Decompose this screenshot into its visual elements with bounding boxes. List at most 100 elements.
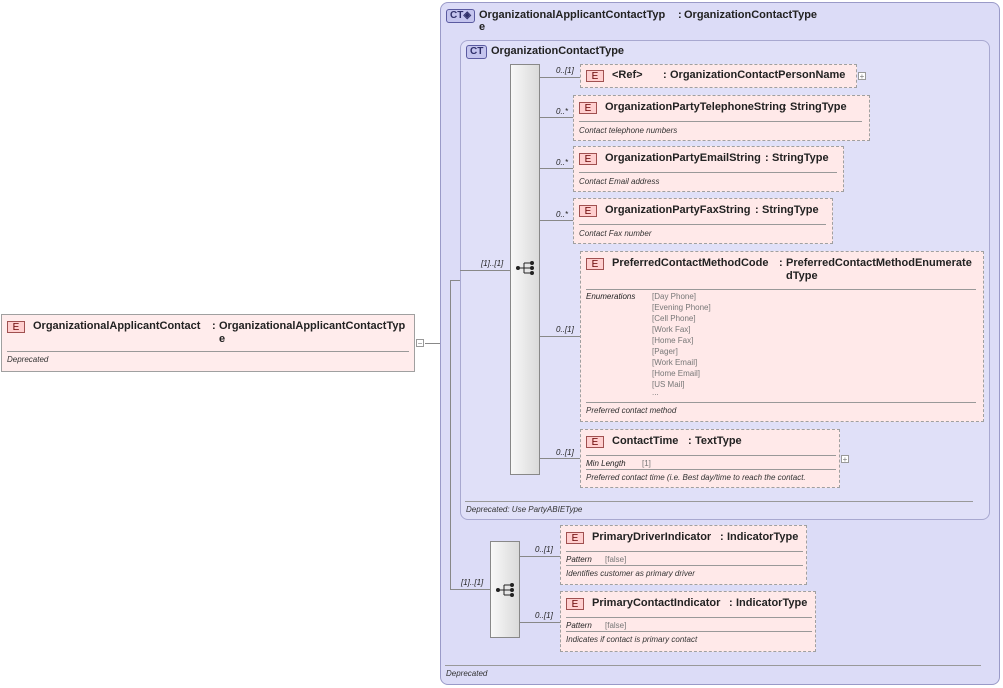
enum-value: [Day Phone] (652, 292, 697, 301)
facet-value: [false] (605, 621, 627, 630)
element-fax[interactable]: E OrganizationPartyFaxString : StringTyp… (573, 198, 833, 244)
facet-value: [false] (605, 555, 627, 564)
element-type: StringType (790, 101, 847, 113)
type-separator: : (212, 320, 216, 332)
element-preferred-contact-method[interactable]: E PreferredContactMethodCode : Preferred… (580, 251, 984, 422)
enum-value: [Work Email] (652, 358, 698, 367)
root-doc: Deprecated (7, 355, 49, 364)
element-badge: E (579, 153, 597, 165)
connector (460, 270, 510, 271)
collapse-icon[interactable]: − (416, 339, 424, 348)
element-doc: Contact Fax number (579, 229, 652, 238)
element-name: PrimaryContactIndicator (592, 597, 721, 609)
element-cardinality: 0..[1] (556, 448, 574, 457)
divider (445, 665, 981, 666)
element-telephone[interactable]: E OrganizationPartyTelephoneString : Str… (573, 95, 870, 141)
root-element-box[interactable]: E OrganizationalApplicantContact : Organ… (1, 314, 415, 372)
element-cardinality: 0..[1] (556, 66, 574, 75)
element-badge: E (7, 321, 25, 333)
divider (465, 501, 973, 502)
enum-value: ... (652, 388, 659, 397)
enum-value: [Evening Phone] (652, 303, 711, 312)
element-badge: E (566, 598, 584, 610)
element-doc: Contact Email address (579, 177, 660, 186)
element-name: OrganizationPartyFaxString (605, 204, 751, 216)
sequence-cardinality: [1]..[1] (461, 578, 484, 587)
sequence-compositor[interactable] (510, 64, 540, 475)
divider (586, 469, 836, 470)
type-separator: : (678, 9, 682, 21)
element-cardinality: 0..* (556, 107, 569, 116)
connector (540, 336, 580, 337)
connector (540, 168, 573, 169)
complex-type-icon: CT◈ (446, 9, 476, 23)
element-name: PreferredContactMethodCode (612, 257, 769, 269)
element-primary-contact-indicator[interactable]: E PrimaryContactIndicator : IndicatorTyp… (560, 591, 816, 652)
element-cardinality: 0..[1] (535, 611, 553, 620)
element-doc: Preferred contact method (586, 406, 677, 415)
complex-type-base: OrganizationContactType (684, 9, 818, 21)
complex-type-icon: CT (466, 45, 488, 59)
element-type: OrganizationContactPersonName (670, 69, 846, 81)
connector (450, 280, 460, 281)
sequence-icon (516, 261, 534, 275)
element-type: IndicatorType (736, 597, 808, 609)
divider (566, 565, 803, 566)
connector (450, 280, 451, 589)
expand-icon[interactable]: + (858, 72, 866, 81)
inner-complex-type-doc: Deprecated: Use PartyABIEType (466, 505, 583, 514)
type-separator: : (729, 597, 733, 609)
connector (540, 220, 573, 221)
divider (566, 617, 812, 618)
type-separator: : (783, 101, 787, 113)
element-badge: E (579, 205, 597, 217)
element-email[interactable]: E OrganizationPartyEmailString : StringT… (573, 146, 844, 192)
enum-value: [Work Fax] (652, 325, 691, 334)
element-badge: E (579, 102, 597, 114)
divider (579, 224, 826, 225)
element-type: IndicatorType (727, 531, 799, 543)
element-primary-driver-indicator[interactable]: E PrimaryDriverIndicator : IndicatorType… (560, 525, 807, 585)
element-badge: E (566, 532, 584, 544)
enum-value: [Cell Phone] (652, 314, 696, 323)
connector (540, 77, 580, 78)
sequence-compositor[interactable] (490, 541, 520, 638)
element-doc: Contact telephone numbers (579, 126, 678, 135)
element-badge: E (586, 436, 604, 448)
divider (586, 289, 976, 290)
sequence-cardinality: [1]..[1] (481, 259, 504, 268)
element-contact-time[interactable]: E ContactTime : TextType Min Length [1] … (580, 429, 840, 488)
type-separator: : (688, 435, 692, 447)
facet-label: Min Length (586, 459, 626, 468)
element-ref-contact-person[interactable]: E <Ref> : OrganizationContactPersonName (580, 64, 857, 88)
element-type: StringType (762, 204, 819, 216)
connector (540, 117, 573, 118)
divider (7, 351, 409, 352)
element-cardinality: 0..* (556, 210, 569, 219)
element-name: <Ref> (612, 69, 643, 81)
enum-value: [Home Fax] (652, 336, 694, 345)
root-element-name: OrganizationalApplicantContact (33, 320, 201, 332)
element-type: PreferredContactMethodEnumerate (786, 257, 972, 269)
expand-icon[interactable]: + (841, 455, 849, 464)
element-name: OrganizationPartyTelephoneString (605, 101, 786, 113)
connector (425, 343, 451, 344)
enum-value: [Pager] (652, 347, 678, 356)
connector (520, 556, 560, 557)
divider (566, 631, 812, 632)
element-name: ContactTime (612, 435, 679, 447)
enum-value: [Home Email] (652, 369, 701, 378)
element-cardinality: 0..[1] (535, 545, 553, 554)
type-separator: : (720, 531, 724, 543)
complex-type-title: OrganizationalApplicantContactTyp (479, 9, 666, 21)
facet-label: Enumerations (586, 292, 636, 301)
element-name: OrganizationPartyEmailString (605, 152, 761, 164)
inner-complex-type-title: OrganizationContactType (491, 45, 625, 57)
type-separator: : (765, 152, 769, 164)
complex-type-doc: Deprecated (446, 669, 488, 678)
type-separator: : (779, 257, 783, 269)
element-type-cont: dType (786, 270, 818, 282)
element-name: PrimaryDriverIndicator (592, 531, 712, 543)
divider (579, 172, 837, 173)
facet-value: [1] (642, 459, 651, 468)
